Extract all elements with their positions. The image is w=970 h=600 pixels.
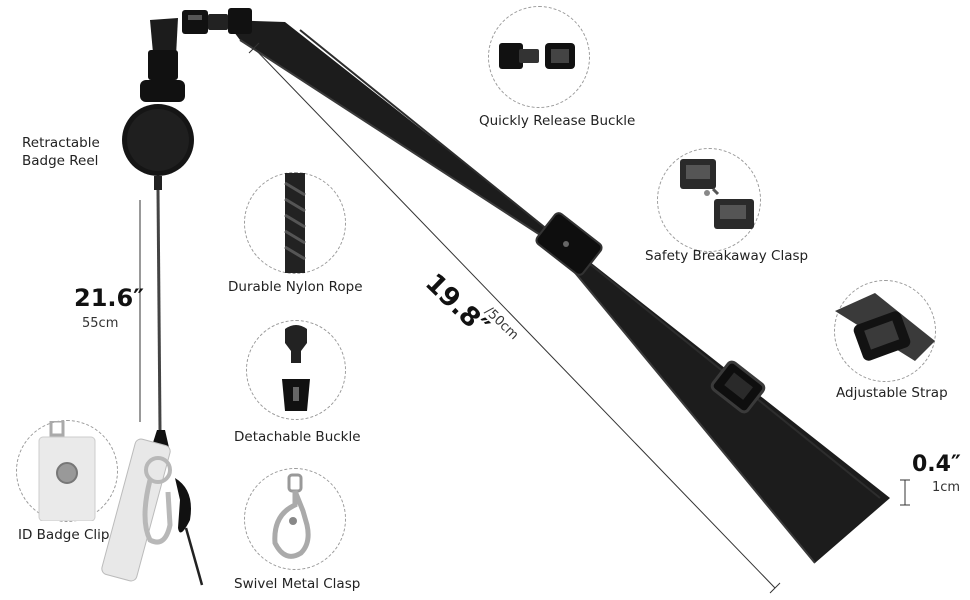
strap-width-inch: 0.4″ — [912, 452, 961, 477]
top-buckle — [182, 8, 252, 34]
detachable-label: Detachable Buckle — [234, 429, 361, 445]
strap-width-cm: 1cm — [932, 480, 961, 495]
swivel-callout — [244, 468, 346, 570]
nylon-rope-callout — [244, 172, 346, 274]
adjustable-callout — [834, 280, 936, 382]
release-buckle-icon — [499, 43, 575, 69]
nylon-rope-label: Durable Nylon Rope — [228, 279, 363, 295]
bottom-hardware — [101, 430, 204, 586]
quick-buckle-label: Quickly Release Buckle — [479, 113, 636, 129]
swivel-clasp-icon — [272, 473, 311, 559]
detachable-callout — [246, 320, 346, 420]
detachable-buckle-icon — [282, 325, 310, 411]
nylon-rope-icon — [284, 173, 306, 273]
reel-label-line2: Badge Reel — [22, 153, 99, 169]
swivel-label: Swivel Metal Clasp — [234, 576, 361, 592]
cord-length-inch: 21.6″ — [74, 284, 144, 312]
strap-adjuster-icon — [835, 293, 935, 361]
breakaway-callout — [657, 148, 761, 252]
cord-length-cm: 55cm — [82, 316, 119, 331]
id-clip-label: ID Badge Clip — [18, 527, 110, 543]
id-clip-callout — [16, 419, 118, 522]
quick-buckle-callout — [488, 6, 590, 108]
badge-reel — [122, 104, 194, 176]
reel-label: Retractable Badge Reel — [22, 134, 100, 170]
breakaway-clasp — [535, 212, 603, 276]
badge-clip-icon — [38, 419, 96, 522]
adjuster-slider — [710, 360, 766, 414]
adjustable-label: Adjustable Strap — [836, 385, 948, 401]
reel-label-line1: Retractable — [22, 135, 100, 151]
breakaway-label: Safety Breakaway Clasp — [645, 248, 809, 264]
breakaway-clasp-icon — [680, 159, 754, 229]
